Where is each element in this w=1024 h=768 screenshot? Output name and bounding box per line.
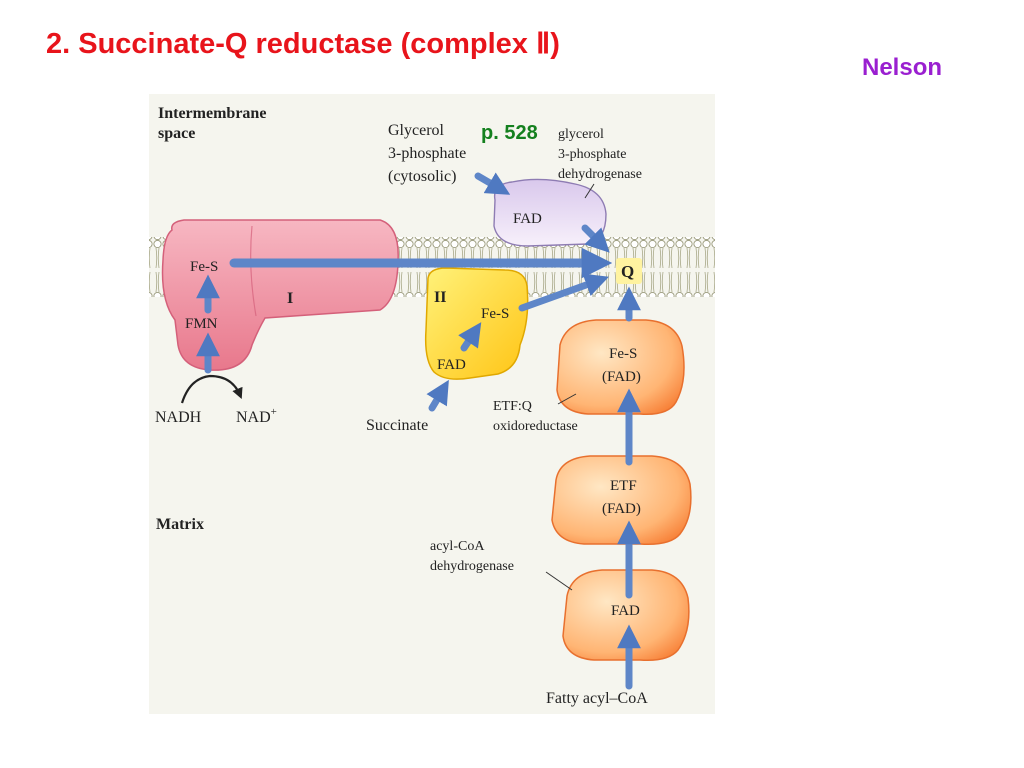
complex-i — [161, 219, 399, 371]
etf-label: ETF — [610, 478, 637, 494]
intermembrane-label-space: space — [158, 125, 195, 142]
arrow-fad-to-fes-ii — [458, 322, 482, 352]
complex-ii-fad: FAD — [437, 357, 466, 373]
glycerol-3-phosphate-dehydrogenase — [493, 178, 607, 247]
g3p-enzyme-line2: 3-phosphate — [558, 147, 626, 162]
intermembrane-label: Intermembrane — [158, 105, 266, 122]
acyl-coa-dh-fad: FAD — [611, 603, 640, 619]
acyl-coa-dehydrogenase — [562, 569, 690, 662]
etf-q-oxidoreductase — [556, 319, 685, 415]
etfq-enzyme-line2: oxidoreductase — [493, 419, 578, 434]
complex-ii-label: II — [434, 289, 446, 306]
slide-title: 2. Succinate-Q reductase (complex Ⅱ) — [46, 28, 560, 60]
g3p-dh-fad: FAD — [513, 211, 542, 227]
complex-i-label: I — [287, 290, 293, 307]
nadh-label: NADH — [155, 409, 202, 426]
glycerol-3p-substrate-line3: (cytosolic) — [388, 168, 456, 185]
ubiquinone-box — [616, 258, 642, 284]
page-reference: p. 528 — [481, 122, 538, 144]
nad-label: NAD+ — [236, 406, 277, 426]
arrow-glycerol3p-to-enzyme — [474, 172, 511, 195]
acyl-coa-dh-line2: dehydrogenase — [430, 559, 514, 574]
fatty-acyl-coa-label: Fatty acyl–CoA — [546, 690, 648, 707]
matrix-label: Matrix — [156, 516, 204, 533]
acyl-coa-dh-line1: acyl-CoA — [430, 539, 485, 554]
g3p-enzyme-line3: dehydrogenase — [558, 167, 642, 182]
glycerol-3p-substrate-line2: 3-phosphate — [388, 145, 466, 162]
arrow-succinate-to-fad — [426, 379, 449, 412]
etfq-cofactor-fes: Fe-S — [609, 346, 637, 362]
complex-i-fmn: FMN — [185, 316, 218, 332]
electron-flow-arrows — [196, 172, 641, 690]
etfq-enzyme-line1: ETF:Q — [493, 399, 532, 414]
electron-transferring-flavoprotein — [551, 455, 692, 546]
complex-ii-fes: Fe-S — [481, 306, 509, 322]
source-label: Nelson — [862, 54, 943, 81]
etf-fad: (FAD) — [602, 501, 641, 517]
g3p-enzyme-pointer — [584, 183, 595, 199]
arrow-g3p-dh-to-q — [581, 224, 610, 253]
acyl-coa-dh-pointer — [545, 571, 573, 591]
g3p-enzyme-line1: glycerol — [558, 127, 604, 142]
arrow-complex-ii-to-q — [518, 273, 609, 312]
succinate-label: Succinate — [366, 417, 428, 434]
nadh-oxidation-arrow — [180, 374, 243, 404]
etfq-enzyme-pointer — [557, 393, 577, 405]
glycerol-3p-substrate-line1: Glycerol — [388, 122, 445, 139]
complex-i-fes: Fe-S — [190, 259, 218, 275]
etfq-cofactor-fad: (FAD) — [602, 369, 641, 385]
ubiquinone-label: Q — [621, 262, 634, 281]
